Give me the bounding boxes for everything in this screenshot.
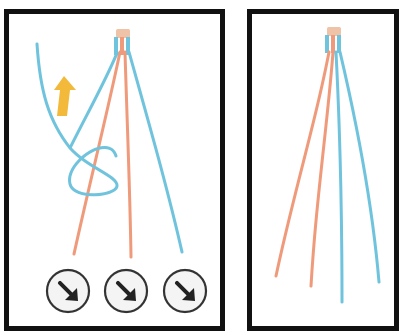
knot-top [325, 27, 341, 53]
step-1-strands [37, 29, 206, 312]
arrow-down-right-icon [47, 270, 89, 312]
strand-blue-right [129, 52, 182, 252]
strand-blue-outer-right [340, 52, 379, 282]
arrow-down-right-icon [164, 270, 206, 312]
step-2-strands [276, 27, 379, 302]
arrow-down-right-icon [105, 270, 147, 312]
knot-top [114, 29, 130, 55]
strand-blue-inner-right [336, 52, 342, 302]
strand-orange-center [125, 52, 131, 257]
arrow-up-icon [54, 76, 76, 116]
